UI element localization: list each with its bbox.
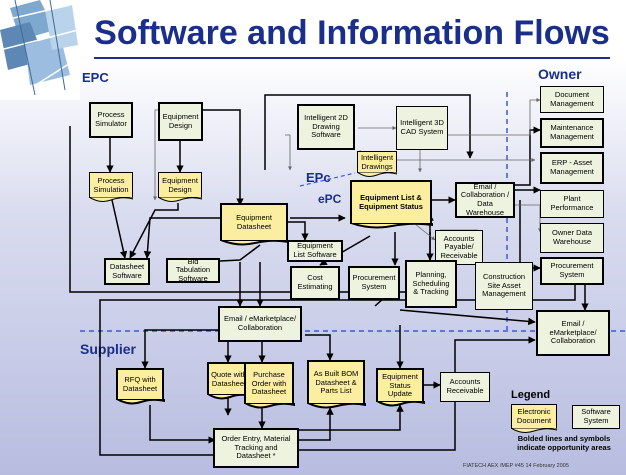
process-simulator-box: Process Simulator [89, 102, 133, 138]
purchase-order-datasheet-doc: Purchase Order with Datasheet [244, 362, 295, 409]
doc-wave [377, 401, 425, 407]
bid-tabulation-software-box: Bid Tabulation Software [166, 257, 220, 283]
as-built-bom-doc-label: As Built BOM Datasheet & Parts List [313, 369, 359, 396]
email-collaboration-warehouse-box: Email / Collaboration / Data Warehouse [455, 182, 515, 218]
procurement-system-owner-box: Procurement System [540, 257, 604, 285]
doc-wave [89, 197, 133, 202]
zone-label-supplier: Supplier [80, 341, 137, 357]
title-underline [94, 57, 610, 59]
process-simulation-doc: Process Simulation [89, 172, 133, 202]
document-management-box: Document Management [540, 86, 604, 113]
legend-document-sample: Electronic Document [511, 404, 557, 433]
equipment-datasheet-doc: Equipment Datasheet [220, 203, 289, 246]
doc-wave [245, 403, 295, 409]
legend-system-sample: Software System [572, 405, 620, 429]
planning-scheduling-box: Planning, Scheduling & Tracking [405, 260, 457, 308]
quote-datasheet-doc-label: Quote with Datasheet [211, 369, 247, 388]
accounts-receivable-box: Accounts Receivable [440, 372, 490, 402]
equipment-list-software-box: Equipment List Software [287, 240, 343, 262]
erp-asset-management-box: ERP - Asset Management [540, 152, 604, 184]
rfq-datasheet-doc: RFQ with Datasheet [116, 368, 165, 405]
divider-epc-epc [299, 172, 356, 187]
page-title: Software and Information Flows [94, 14, 610, 52]
equipment-design-doc: Equipment Design [158, 172, 202, 202]
equipment-list-status-doc-label: Equipment List & Equipment Status [359, 193, 423, 211]
equipment-status-update-doc-label: Equipment Status Update [382, 372, 418, 399]
doc-wave [158, 197, 202, 202]
building-photo-logo [0, 0, 80, 100]
intelligent-3d-cad-box: Intelligent 3D CAD System [396, 106, 448, 150]
legend-note: Bolded lines and symbols indicate opport… [517, 434, 611, 452]
equipment-design-doc-label: Equipment Design [162, 175, 198, 194]
doc-wave [357, 172, 397, 177]
process-simulation-doc-label: Process Simulation [93, 175, 129, 194]
order-entry-material-tracking-box: Order Entry, Material Tracking and Datas… [213, 428, 299, 468]
procurement-system-epc-box: Procurement System [348, 266, 400, 300]
as-built-bom-doc: As Built BOM Datasheet & Parts List [307, 360, 366, 409]
equipment-list-status-doc: Equipment List & Equipment Status [350, 180, 433, 229]
legend-document-label: Electronic Document [516, 407, 552, 425]
doc-wave [308, 403, 366, 409]
intelligent-2d-drawing-box: Intelligent 2D Drawing Software [297, 104, 355, 150]
phase-mark-epc-2: ePC [318, 192, 342, 206]
equipment-design-system-box: Equipment Design [158, 102, 203, 141]
footer-credit: FIATECH AEX /MEP #45 14 February 2005 [463, 463, 569, 469]
doc-wave [351, 223, 433, 229]
doc-wave [511, 428, 557, 433]
email-emarketplace-owner-box: Email / eMarketplace/ Collaboration [536, 310, 610, 356]
doc-wave [117, 399, 165, 405]
construction-site-asset-box: Construction Site Asset Management [475, 262, 533, 310]
purchase-order-datasheet-doc-label: Purchase Order with Datasheet [251, 370, 287, 397]
equipment-datasheet-doc-label: Equipment Datasheet [236, 213, 272, 231]
intelligent-drawings-doc: Intelligent Drawings [357, 151, 397, 177]
cost-estimating-box: Cost Estimating [290, 266, 340, 300]
zone-label-owner: Owner [538, 66, 582, 82]
doc-wave [221, 240, 289, 246]
owner-data-warehouse-box: Owner Data Warehouse [540, 223, 604, 253]
datasheet-software-box: Datasheet Software [104, 258, 150, 285]
email-emarketplace-collab-box: Email / eMarketplace/ Collaboration [218, 306, 302, 342]
intelligent-drawings-doc-label: Intelligent Drawings [360, 152, 394, 171]
plant-performance-box: Plant Performance [540, 190, 604, 218]
rfq-datasheet-doc-label: RFQ with Datasheet [122, 375, 158, 393]
accounts-payable-receivable-box: Accounts Payable/ Receivable [435, 230, 483, 265]
zone-label-epc: EPC [82, 70, 109, 85]
legend-title: Legend [511, 389, 551, 401]
maintenance-management-box: Maintenance Management [540, 118, 604, 148]
phase-mark-epc-1: EPc [306, 170, 331, 185]
equipment-status-update-doc: Equipment Status Update [376, 368, 425, 407]
